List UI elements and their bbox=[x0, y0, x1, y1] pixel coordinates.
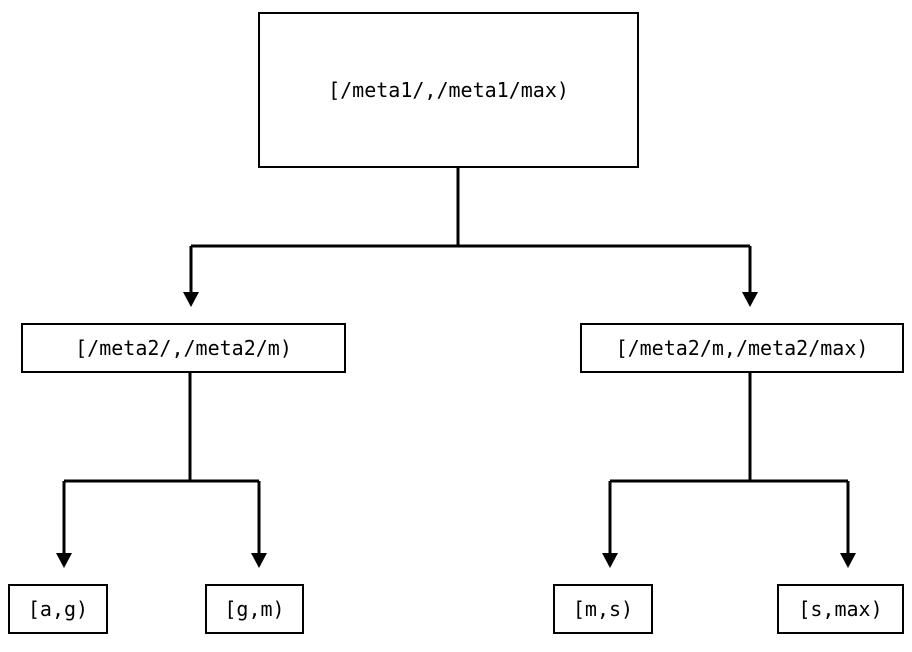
node-mid-right-label: [/meta2/m,/meta2/max) bbox=[615, 336, 869, 360]
arrowhead-to-leaf-ag bbox=[56, 553, 72, 568]
arrowhead-to-leaf-smax bbox=[840, 553, 856, 568]
arrowhead-to-leaf-ms bbox=[602, 553, 618, 568]
node-leaf-s-max-label: [s,max) bbox=[798, 597, 883, 621]
node-leaf-g-m[interactable]: [g,m) bbox=[205, 584, 304, 634]
node-root-label: [/meta1/,/meta1/max) bbox=[328, 78, 569, 102]
arrowhead-to-mid-left bbox=[183, 292, 199, 307]
node-mid-left[interactable]: [/meta2/,/meta2/m) bbox=[21, 323, 346, 373]
node-leaf-g-m-label: [g,m) bbox=[224, 597, 285, 621]
arrowhead-to-mid-right bbox=[742, 292, 758, 307]
node-mid-left-label: [/meta2/,/meta2/m) bbox=[75, 336, 292, 360]
arrowhead-to-leaf-gm bbox=[251, 553, 267, 568]
node-leaf-m-s-label: [m,s) bbox=[572, 597, 634, 621]
node-leaf-a-g[interactable]: [a,g) bbox=[8, 584, 108, 634]
node-root[interactable]: [/meta1/,/meta1/max) bbox=[258, 12, 639, 168]
node-leaf-m-s[interactable]: [m,s) bbox=[553, 584, 653, 634]
node-leaf-s-max[interactable]: [s,max) bbox=[777, 584, 904, 634]
node-leaf-a-g-label: [a,g) bbox=[27, 597, 89, 621]
node-mid-right[interactable]: [/meta2/m,/meta2/max) bbox=[580, 323, 904, 373]
